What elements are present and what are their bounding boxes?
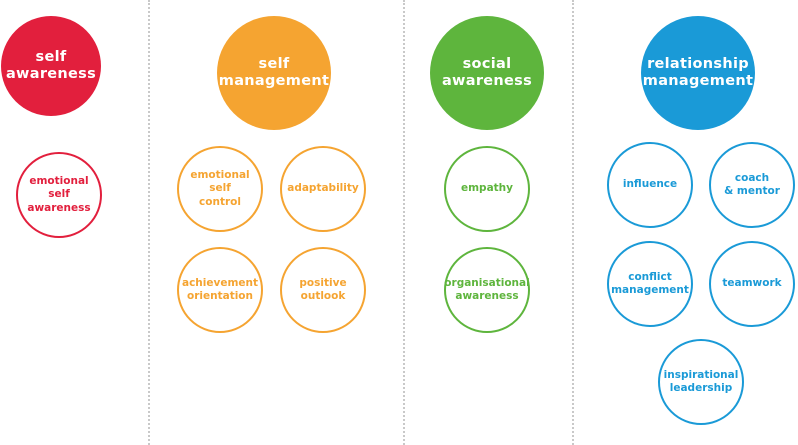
competency-label: adaptability: [287, 182, 359, 195]
competency-influence: influence: [607, 142, 693, 228]
competency-adaptability: adaptability: [280, 146, 366, 232]
column-divider-3: [572, 0, 574, 445]
competency-label: organisational awareness: [444, 276, 530, 303]
competency-empathy: empathy: [444, 146, 530, 232]
category-self-awareness: self awareness: [1, 16, 101, 116]
category-social-awareness: social awareness: [430, 16, 544, 130]
competency-label: coach & mentor: [724, 171, 780, 198]
category-relationship-management: relationship management: [641, 16, 755, 130]
category-label: self awareness: [5, 49, 97, 82]
competency-label: empathy: [460, 182, 513, 195]
competency-positive-outlook: positive outlook: [280, 247, 366, 333]
competency-label: achievement orientation: [181, 276, 259, 303]
competency-conflict-management: conflict management: [607, 241, 693, 327]
column-divider-2: [403, 0, 405, 445]
competency-label: positive outlook: [299, 276, 347, 303]
competency-label: influence: [622, 178, 678, 191]
competency-label: inspirational leadership: [663, 368, 739, 395]
competency-label: emotional self control: [190, 168, 250, 208]
category-label: relationship management: [642, 56, 754, 89]
competency-organisational-awareness: organisational awareness: [444, 247, 530, 333]
category-label: social awareness: [441, 56, 533, 89]
competency-label: emotional self awareness: [27, 174, 91, 214]
competency-emotional-self-awareness: emotional self awareness: [16, 152, 102, 238]
competency-achievement-orientation: achievement orientation: [177, 247, 263, 333]
competency-emotional-self-control: emotional self control: [177, 146, 263, 232]
competency-inspirational-leadership: inspirational leadership: [658, 339, 744, 425]
category-label: self management: [218, 56, 330, 89]
competency-teamwork: teamwork: [709, 241, 795, 327]
competency-label: teamwork: [722, 277, 782, 290]
competency-coach-mentor: coach & mentor: [709, 142, 795, 228]
competency-label: conflict management: [611, 270, 689, 297]
column-divider-1: [148, 0, 150, 445]
category-self-management: self management: [217, 16, 331, 130]
